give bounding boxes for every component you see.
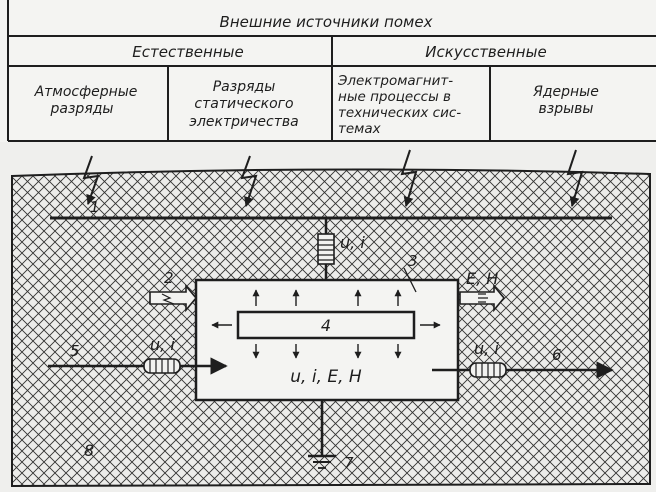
artificial-header: Искусственные [425,43,546,61]
top-ui-label: u, i [340,233,365,252]
input-2 [149,283,198,313]
eh-label: E, H [466,269,498,288]
em-line-4: темах [338,121,382,137]
lightning-atmospheric [82,155,100,205]
label-6: 6 [552,346,562,364]
eh-output [459,283,506,313]
lightning-static [240,155,258,207]
line-6 [432,361,614,379]
atmospheric-line-2: разряды [50,101,114,117]
atmospheric-line-1: Атмосферные [34,84,138,100]
line-5 [48,357,228,375]
top-filter [317,233,335,265]
natural-header: Естественные [132,43,243,61]
table-title: Внешние источники помех [220,13,433,31]
eh-output-marks [478,293,488,303]
enclosure-box [194,278,460,402]
left-filter-rings [149,359,175,373]
device-4 [236,310,416,340]
nuclear-line-1: Ядерные [532,84,599,100]
top-filter-rings [318,239,334,261]
label-4: 4 [321,316,331,335]
ground-7 [308,400,336,469]
lightning-bolts [82,149,584,207]
em-line-2: ные процессы в [338,89,451,105]
label-1: 1 [90,198,100,216]
label-2: 2 [164,269,174,287]
center-label: u, i, E, H [290,367,362,387]
top-cable [317,218,335,296]
table-background [0,0,656,142]
shielded-enclosure: 4 u, i, E, H [194,278,460,402]
nuclear-line-2: взрывы [539,101,594,117]
static-line-1: Разряды [213,79,276,95]
label-5: 5 [70,342,80,360]
sources-table: Внешние источники помех Естественные Иск… [0,0,656,142]
label-7: 7 [344,454,354,472]
left-ui-label: u, i [150,335,175,354]
right-ui-label: u, i [474,339,499,358]
label-8: 8 [84,441,94,460]
label-3: 3 [408,252,418,270]
lightning-nuclear [566,149,584,207]
lightning-em [400,149,418,207]
static-line-3: электричества [189,114,298,130]
input-2-arrow [149,283,198,313]
em-line-1: Электромагнит- [337,73,453,89]
label-3-leader [403,267,417,293]
static-line-2: статического [194,96,293,112]
field-arrows [211,289,441,359]
right-filter-rings [475,363,501,377]
input-2-zigzag [161,293,175,305]
em-line-3: технических сис- [338,105,461,121]
